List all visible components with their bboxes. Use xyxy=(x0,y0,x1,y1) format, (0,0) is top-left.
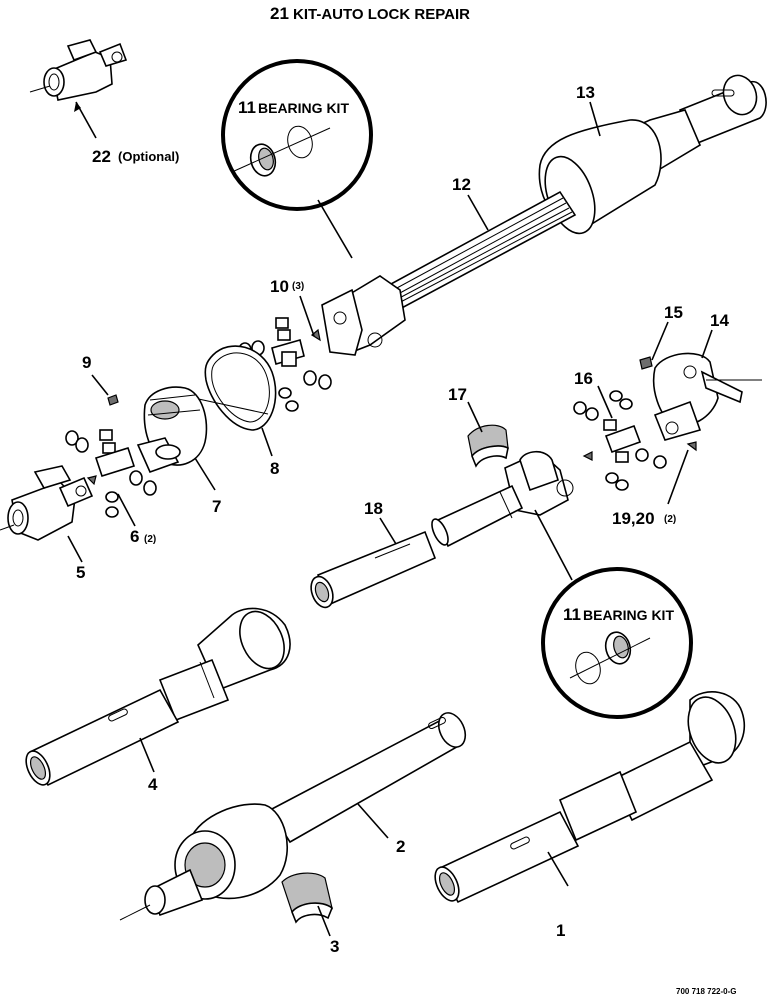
leader-5 xyxy=(67,535,83,563)
leader-19-20 xyxy=(667,449,689,505)
callout-10: 10 xyxy=(270,277,289,296)
outer-tube-part-13 xyxy=(538,74,767,235)
bearing-sleeve-part-17 xyxy=(467,424,509,468)
bearing-sleeve-part-3 xyxy=(281,872,333,924)
leader-14 xyxy=(701,329,713,359)
callout-5: 5 xyxy=(76,563,85,582)
outer-tube-part-2 xyxy=(119,712,467,921)
callout-14: 14 xyxy=(710,311,729,330)
leader-3 xyxy=(317,905,331,937)
callout-19-20-qty: (2) xyxy=(664,514,676,525)
cross-bearing-set-lower xyxy=(65,429,157,518)
ring-part-8 xyxy=(179,345,277,431)
yoke-part-14 xyxy=(652,352,762,441)
bearing-kit-circle-top: 11 BEARING KIT xyxy=(221,59,373,211)
leader-7 xyxy=(194,457,216,491)
pin-part-9 xyxy=(107,394,119,406)
leader-8 xyxy=(261,427,273,457)
tube-part-18 xyxy=(310,530,437,609)
leader-17 xyxy=(467,401,483,433)
callout-22: 22 xyxy=(92,147,111,166)
leader-1 xyxy=(547,851,569,887)
leader-4 xyxy=(139,737,155,773)
cross-bearing-set-right xyxy=(573,390,697,491)
callout-8: 8 xyxy=(270,459,279,478)
leader-2 xyxy=(357,803,389,839)
callout-3: 3 xyxy=(330,937,339,956)
yoke-tube-assembly xyxy=(431,450,574,548)
bearing-kit-top-label: BEARING KIT xyxy=(258,100,349,116)
callout-4: 4 xyxy=(148,775,158,794)
title-number: 21 xyxy=(270,4,289,23)
leader-13 xyxy=(589,101,601,137)
leader-15 xyxy=(651,321,669,361)
diagram-title: 21 KIT-AUTO LOCK REPAIR xyxy=(270,4,470,23)
leader-12 xyxy=(467,194,489,231)
bearing-kit-bottom-pointer xyxy=(534,509,573,581)
bearing-kit-bottom-label: BEARING KIT xyxy=(583,607,674,623)
callout-19-20: 19,20 xyxy=(612,509,655,528)
yoke-part-5 xyxy=(0,465,94,541)
callout-16: 16 xyxy=(574,369,593,388)
inner-tube-part-4 xyxy=(25,607,291,787)
leader-10 xyxy=(299,295,315,337)
leader-6 xyxy=(117,493,136,527)
callout-6: 6 xyxy=(130,527,139,546)
figure-number: 700 718 722-0-G xyxy=(676,987,737,996)
callout-numbers: 1 2 3 4 5 6 (2) 7 8 9 10 (3) 12 13 14 15… xyxy=(76,83,729,956)
leader-16 xyxy=(597,385,613,419)
callout-15: 15 xyxy=(664,303,683,322)
tube-part-1 xyxy=(434,691,746,904)
title-text: KIT-AUTO LOCK REPAIR xyxy=(293,6,470,23)
leader-9 xyxy=(91,374,109,396)
callout-10-qty: (3) xyxy=(292,281,304,292)
callout-2: 2 xyxy=(396,837,405,856)
callout-6-qty: (2) xyxy=(144,534,156,545)
callout-12: 12 xyxy=(452,175,471,194)
splined-shaft-part-12 xyxy=(321,190,577,356)
bearing-kit-circle-bottom: 11 BEARING KIT xyxy=(541,567,693,719)
yoke-collar-part-7 xyxy=(136,386,208,474)
bearing-kit-top-pointer xyxy=(317,199,353,259)
callout-13: 13 xyxy=(576,83,595,102)
grease-fitting-part-15 xyxy=(639,356,653,370)
callout-1: 1 xyxy=(556,921,565,940)
callout-9: 9 xyxy=(82,353,91,372)
yoke-part-22 xyxy=(29,39,128,101)
callout-22-qty: (Optional) xyxy=(118,149,179,164)
callout-7: 7 xyxy=(212,497,221,516)
callout-17: 17 xyxy=(448,385,467,404)
bearing-kit-bottom-number: 11 xyxy=(563,605,581,624)
callout-18: 18 xyxy=(364,499,383,518)
leader-18 xyxy=(379,517,397,545)
bearing-kit-top-number: 11 xyxy=(238,98,256,117)
